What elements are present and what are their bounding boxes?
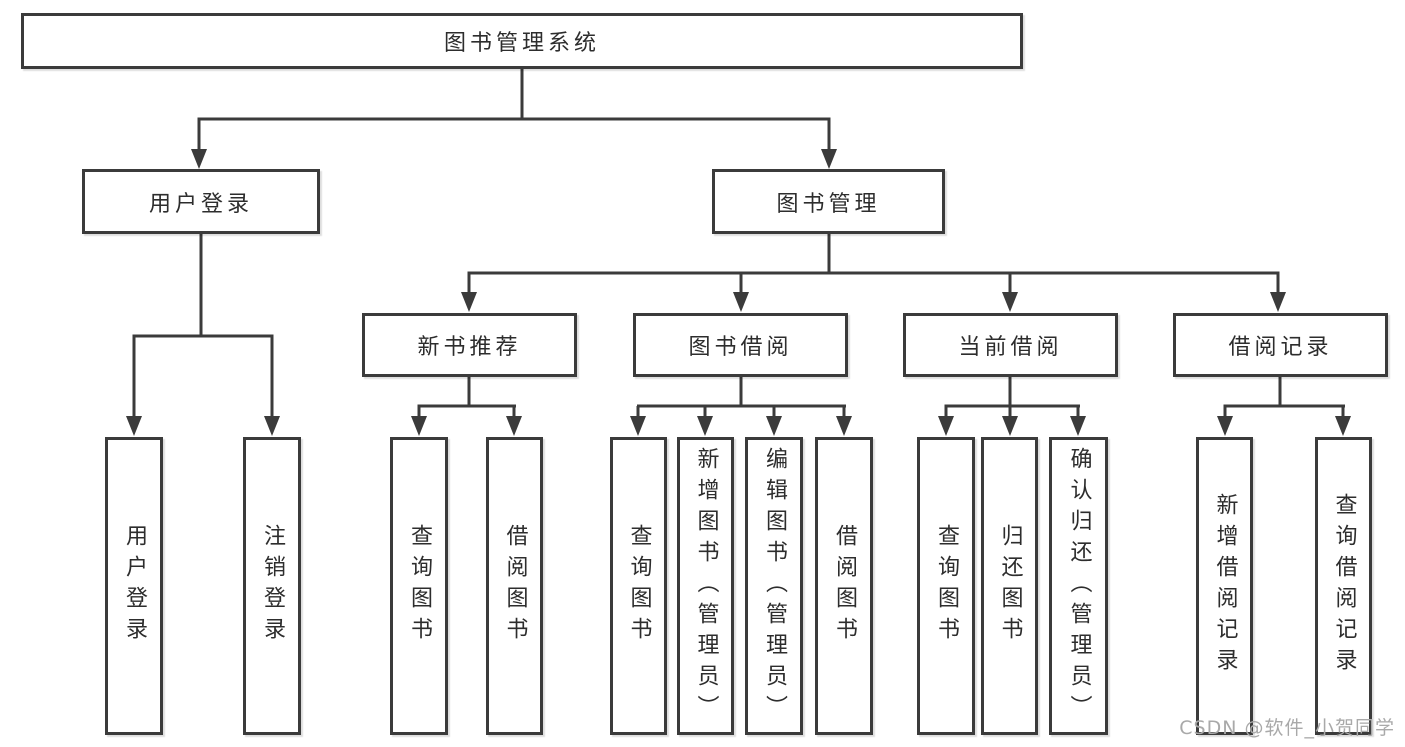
node-borrowing-records: 借阅记录	[1173, 313, 1388, 377]
leaf-logout-label: 注销登录	[260, 524, 285, 648]
leaf-confirm-return-admin-label: 确认归还（管理员）	[1066, 446, 1092, 726]
leaf-query-borrow-record: 查询借阅记录	[1315, 437, 1372, 735]
connector-records-to-leaves	[1217, 377, 1351, 436]
leaf-add-books-admin: 新增图书（管理员）	[677, 437, 734, 735]
leaf-recommend-query-books: 查询图书	[390, 437, 448, 735]
node-new-book-recommendation: 新书推荐	[362, 313, 577, 377]
leaf-logout: 注销登录	[243, 437, 301, 735]
node-current-borrowing: 当前借阅	[903, 313, 1118, 377]
node-library-management-system: 图书管理系统	[21, 13, 1023, 69]
connector-borrow-to-leaves	[630, 377, 852, 436]
connector-newbook-to-leaves	[411, 377, 522, 436]
connector-userlogin-to-leaves	[126, 234, 280, 436]
leaf-borrow-query-books-label: 查询图书	[626, 524, 652, 648]
leaf-confirm-return-admin: 确认归还（管理员）	[1049, 437, 1108, 735]
leaf-current-query-books: 查询图书	[917, 437, 975, 735]
csdn-watermark: CSDN @软件_小贺同学	[1179, 717, 1395, 739]
leaf-edit-books-admin-label: 编辑图书（管理员）	[762, 446, 787, 726]
leaf-add-borrow-record-label: 新增借阅记录	[1212, 493, 1238, 679]
leaf-edit-books-admin: 编辑图书（管理员）	[745, 437, 803, 735]
leaf-user-login-label: 用户登录	[122, 524, 147, 648]
node-book-borrowing: 图书借阅	[633, 313, 848, 377]
connector-bookmgmt-to-level3	[461, 234, 1286, 312]
leaf-borrow-books: 借阅图书	[815, 437, 873, 735]
leaf-add-books-admin-label: 新增图书（管理员）	[693, 446, 719, 726]
leaf-borrow-query-books: 查询图书	[610, 437, 667, 735]
leaf-add-borrow-record: 新增借阅记录	[1196, 437, 1253, 735]
leaf-recommend-borrow-books: 借阅图书	[486, 437, 543, 735]
connector-root-to-level2	[191, 69, 837, 169]
leaf-return-books: 归还图书	[981, 437, 1038, 735]
leaf-query-borrow-record-label: 查询借阅记录	[1331, 493, 1357, 679]
leaf-current-query-books-label: 查询图书	[934, 524, 959, 648]
connector-current-to-leaves	[938, 377, 1086, 436]
leaf-user-login: 用户登录	[105, 437, 163, 735]
leaf-recommend-query-books-label: 查询图书	[407, 524, 432, 648]
node-book-management: 图书管理	[712, 169, 945, 234]
node-user-login: 用户登录	[82, 169, 320, 234]
leaf-borrow-books-label: 借阅图书	[832, 524, 857, 648]
leaf-return-books-label: 归还图书	[997, 524, 1023, 648]
leaf-recommend-borrow-books-label: 借阅图书	[502, 524, 528, 648]
